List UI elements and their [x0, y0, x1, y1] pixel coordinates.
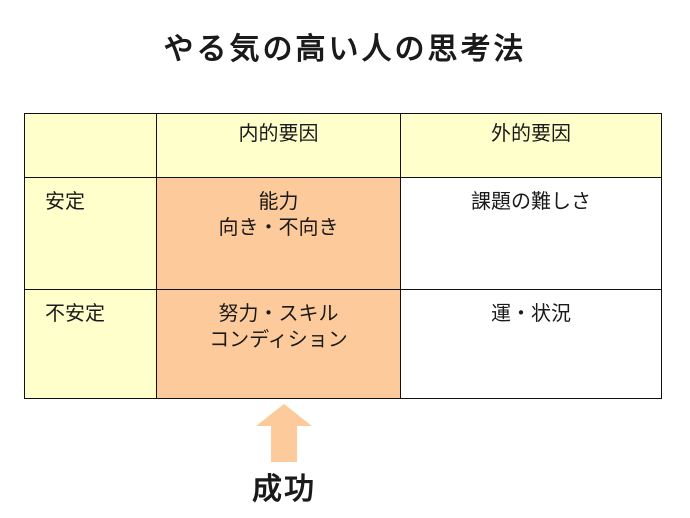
- cell-text-condition: コンディション: [209, 327, 348, 351]
- header-row: 内的要因 外的要因: [24, 113, 662, 178]
- corner-cell: [24, 113, 157, 178]
- row-label-stable: 安定: [24, 177, 157, 290]
- row-label-unstable: 不安定: [24, 289, 157, 399]
- diagram-title: やる気の高い人の思考法: [163, 32, 527, 67]
- cell-unstable-internal: 努力・スキル コンディション: [156, 289, 401, 399]
- header-internal-factors: 内的要因: [156, 113, 401, 178]
- attribution-matrix: 内的要因 外的要因 安定 能力 向き・不向き 課題の難しさ 不安定 努力・スキル…: [24, 113, 662, 399]
- header-external-factors: 外的要因: [400, 113, 662, 178]
- cell-text-effort-skill: 努力・スキル: [218, 301, 339, 325]
- success-label: 成功: [252, 472, 316, 507]
- cell-stable-external: 課題の難しさ: [400, 177, 662, 290]
- row-unstable: 不安定 努力・スキル コンディション 運・状況: [24, 289, 662, 399]
- row-stable: 安定 能力 向き・不向き 課題の難しさ: [24, 177, 662, 290]
- up-arrow-icon: [256, 404, 312, 462]
- cell-text-aptitude: 向き・不向き: [218, 215, 339, 239]
- cell-stable-internal: 能力 向き・不向き: [156, 177, 401, 290]
- cell-unstable-external: 運・状況: [400, 289, 662, 399]
- cell-text-luck-situation: 運・状況: [491, 301, 571, 325]
- cell-text-task-difficulty: 課題の難しさ: [471, 189, 591, 213]
- cell-text-ability: 能力: [258, 189, 299, 213]
